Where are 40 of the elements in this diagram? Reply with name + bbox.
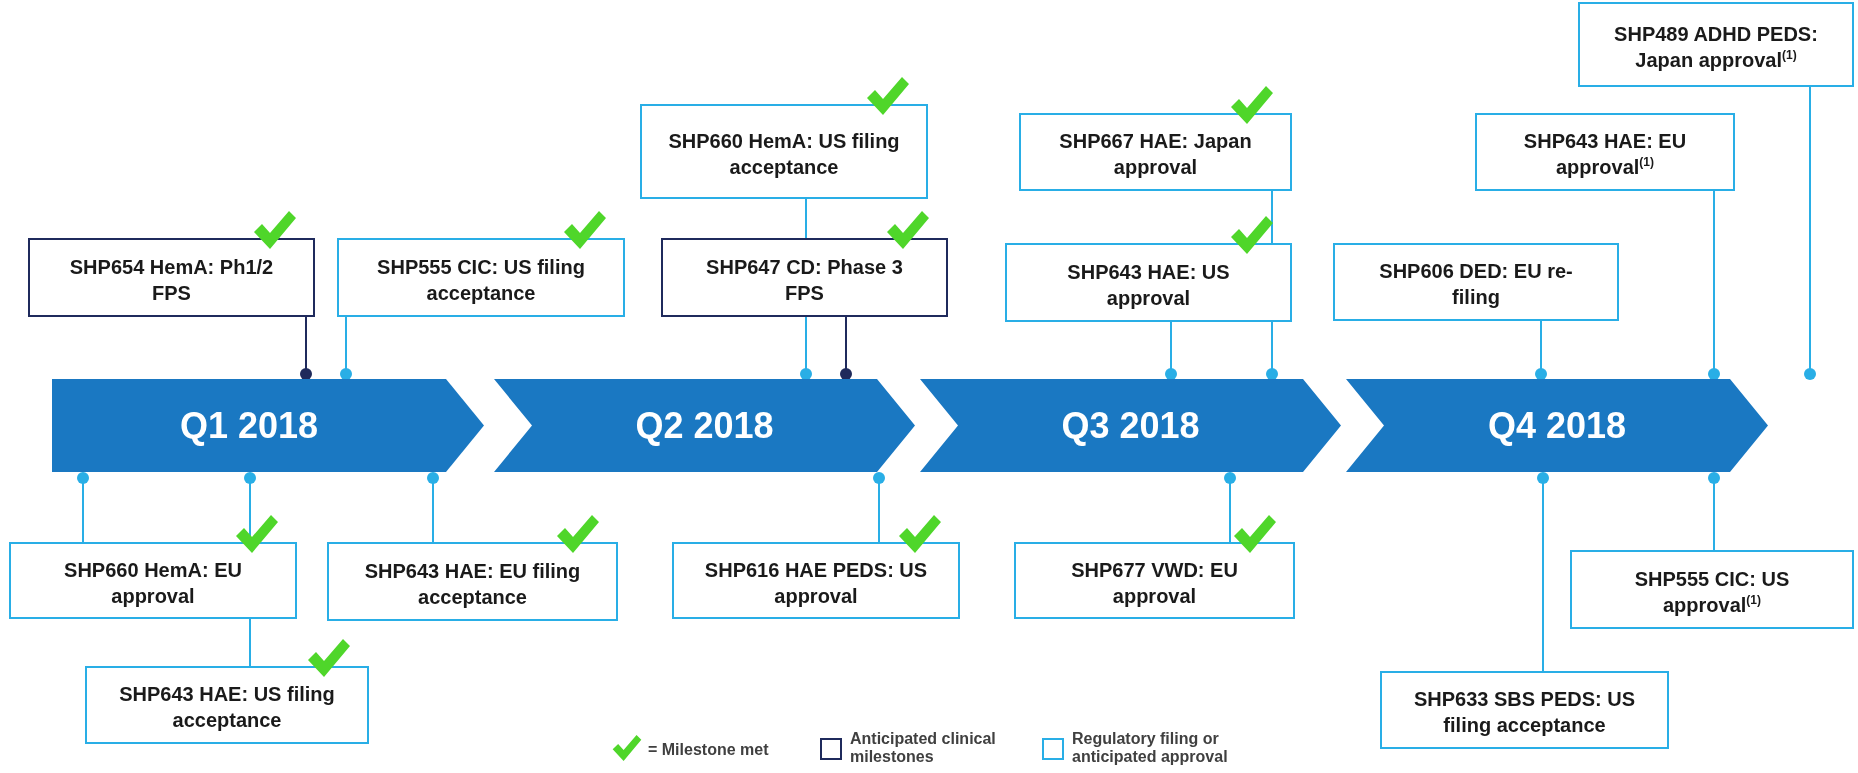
legend-text: Regulatory filing or anticipated approval <box>1072 730 1229 767</box>
quarter-label: Q2 2018 <box>635 404 774 447</box>
milestone-box: SHP555 CIC: US approval$^{(1)}$ <box>1570 550 1854 629</box>
leader-line <box>427 472 439 543</box>
leader-line <box>300 316 312 380</box>
timeline-segment <box>52 379 484 472</box>
legend-text: Anticipated clinical milestones <box>850 730 997 767</box>
leader-line <box>340 316 352 380</box>
milestone-box: SHP606 DED: EU re-filing <box>1333 243 1619 321</box>
leader-line <box>1535 320 1547 380</box>
milestone-box: SHP643 HAE: EU approval$^{(1)}$ <box>1475 113 1735 191</box>
leader-line <box>873 472 885 543</box>
milestone-box: SHP643 HAE: US filing acceptance <box>85 666 369 744</box>
milestone-box: SHP667 HAE: Japan approval <box>1019 113 1292 191</box>
milestone-box: SHP677 VWD: EU approval <box>1014 542 1295 619</box>
milestone-box: SHP616 HAE PEDS: US approval <box>672 542 960 619</box>
quarter-label: Q3 2018 <box>1061 404 1200 447</box>
leader-line <box>1708 472 1720 551</box>
leader-line <box>77 472 89 543</box>
milestone-box: SHP643 HAE: US approval <box>1005 243 1292 322</box>
timeline-segment <box>920 379 1341 472</box>
leader-line <box>1708 190 1720 380</box>
leader-line <box>1804 86 1816 380</box>
leader-line <box>1224 472 1236 543</box>
milestone-box: SHP660 HemA: EU approval <box>9 542 297 619</box>
milestone-box: SHP643 HAE: EU filing acceptance <box>327 542 618 621</box>
milestone-box: SHP633 SBS PEDS: US filing acceptance <box>1380 671 1669 749</box>
timeline-segment <box>1346 379 1768 472</box>
leader-line <box>840 316 852 380</box>
milestone-box: SHP660 HemA: US filing acceptance <box>640 104 928 199</box>
milestone-box: SHP489 ADHD PEDS: Japan approval$^{(1)}$ <box>1578 2 1854 87</box>
timeline-segment <box>494 379 915 472</box>
leader-line <box>1537 472 1549 672</box>
leader-line <box>1165 321 1177 380</box>
milestone-box: SHP654 HemA: Ph1/2 FPS <box>28 238 315 317</box>
quarter-label: Q4 2018 <box>1488 404 1627 447</box>
milestone-box: SHP647 CD: Phase 3 FPS <box>661 238 948 317</box>
quarter-label: Q1 2018 <box>180 404 319 447</box>
milestone-box: SHP555 CIC: US filing acceptance <box>337 238 625 317</box>
legend-text: = Milestone met <box>648 741 770 760</box>
